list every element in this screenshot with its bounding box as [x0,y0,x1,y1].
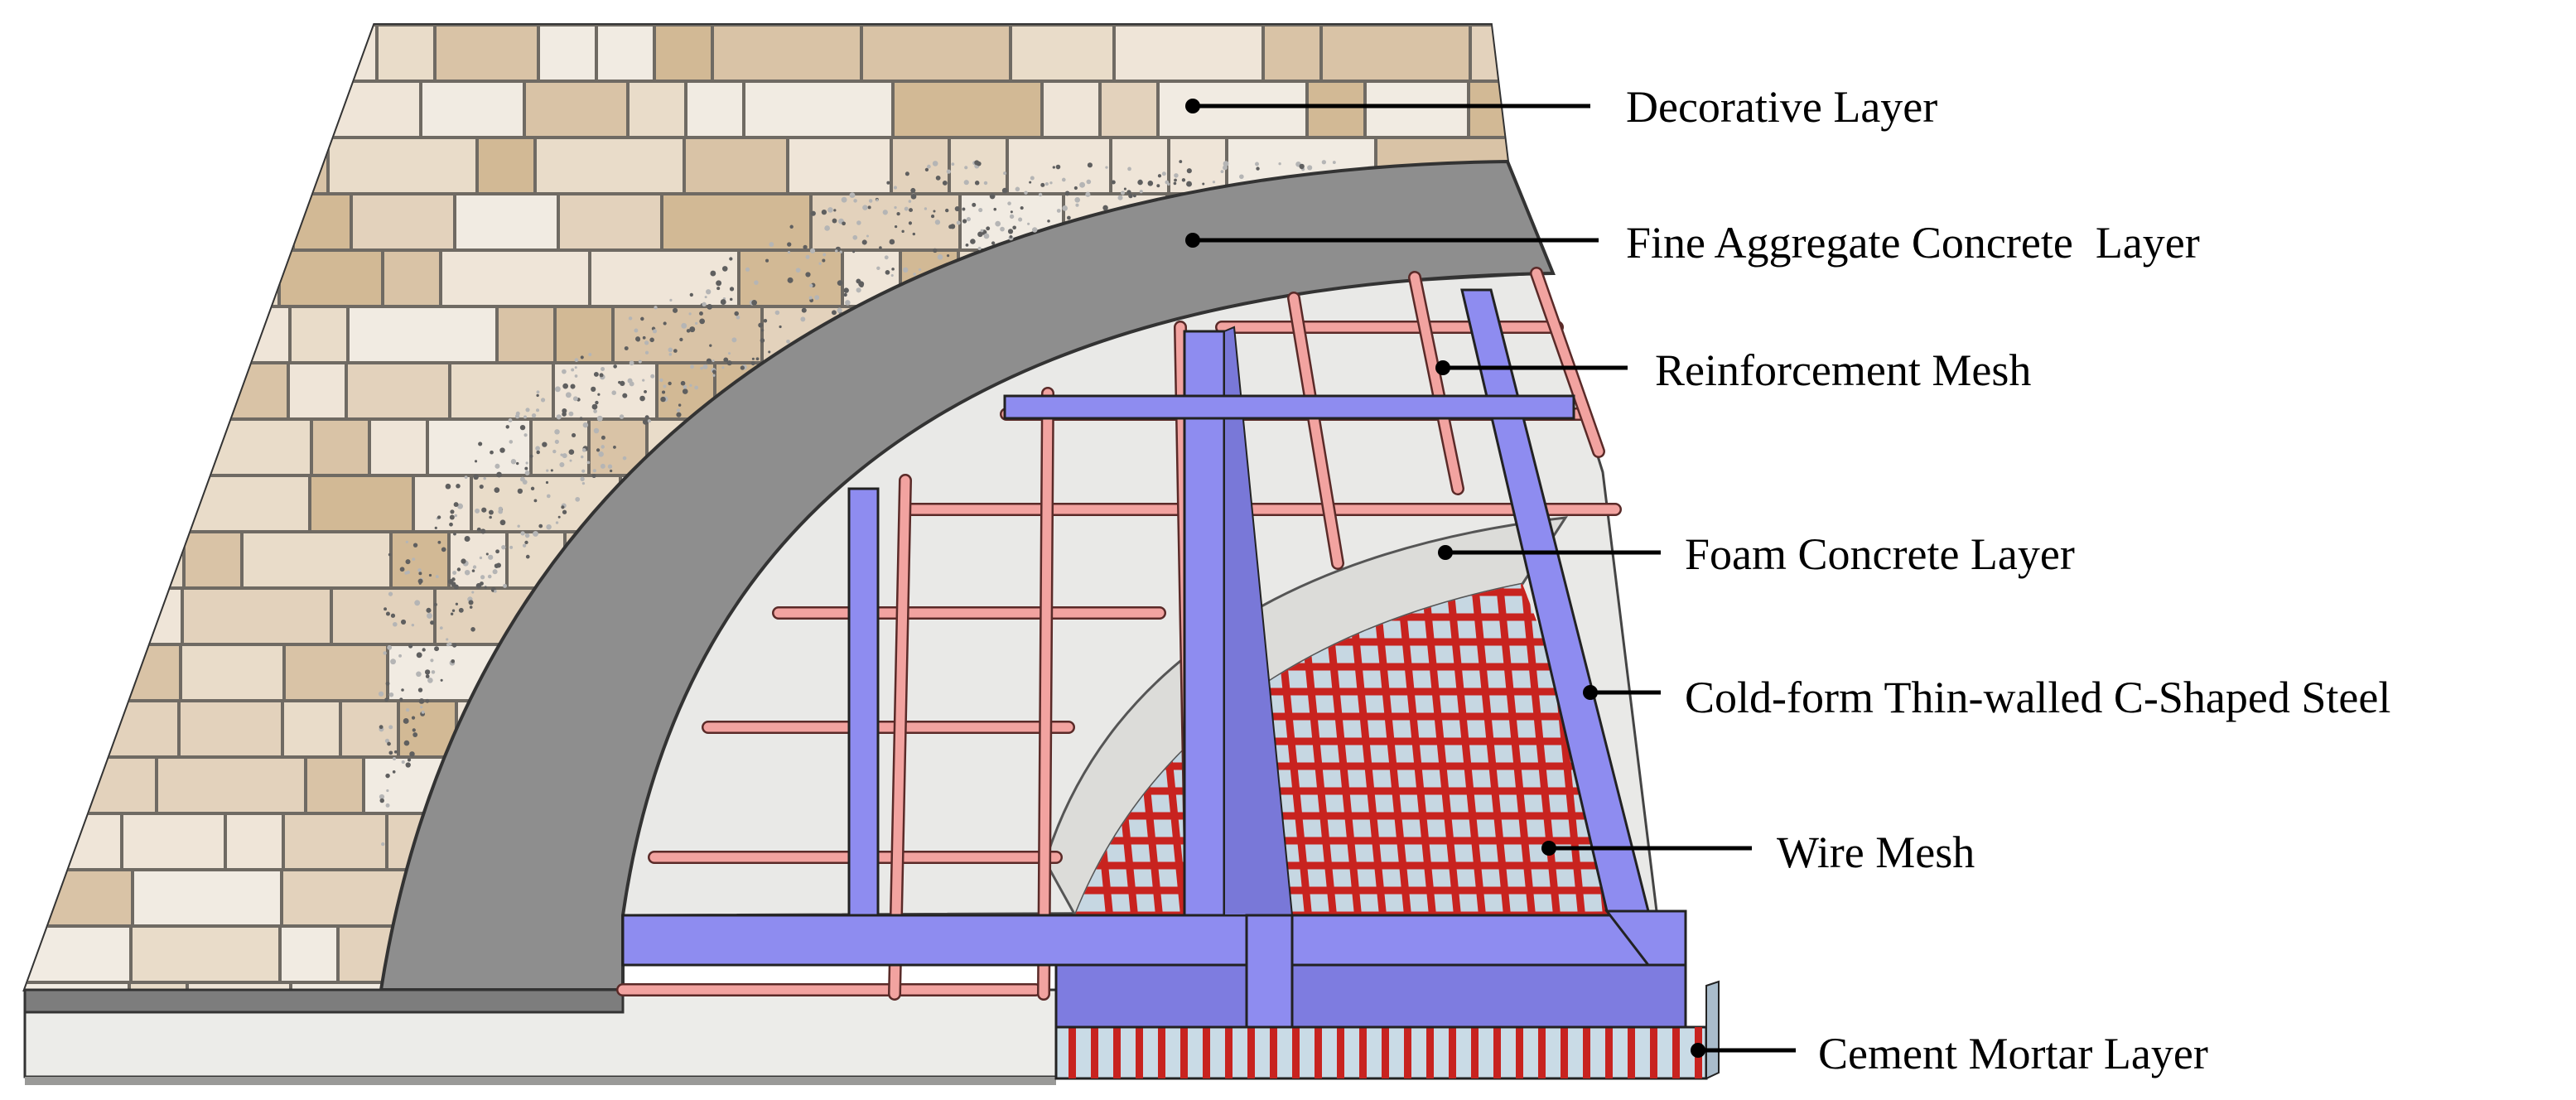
label-foam-concrete-layer: Foam Concrete Layer [1685,529,2075,579]
cement-mortar-layer [1054,980,1720,1080]
mortar-wire-ends [1069,1027,1702,1078]
label-decorative-layer: Decorative Layer [1626,82,1938,132]
label-fine-aggregate-concrete-layer: Fine Aggregate Concrete Layer [1626,218,2200,268]
leader-lines [1185,99,1796,1058]
c-shaped-steel [621,288,1687,1029]
fine-aggregate-concrete-layer [23,159,1556,1014]
label-cement-mortar-layer: Cement Mortar Layer [1818,1029,2208,1078]
label-c-shaped-steel: Cold-form Thin-walled C-Shaped Steel [1685,673,2391,722]
label-wire-mesh: Wire Mesh [1777,827,1975,877]
label-reinforcement-mesh: Reinforcement Mesh [1655,345,2032,395]
